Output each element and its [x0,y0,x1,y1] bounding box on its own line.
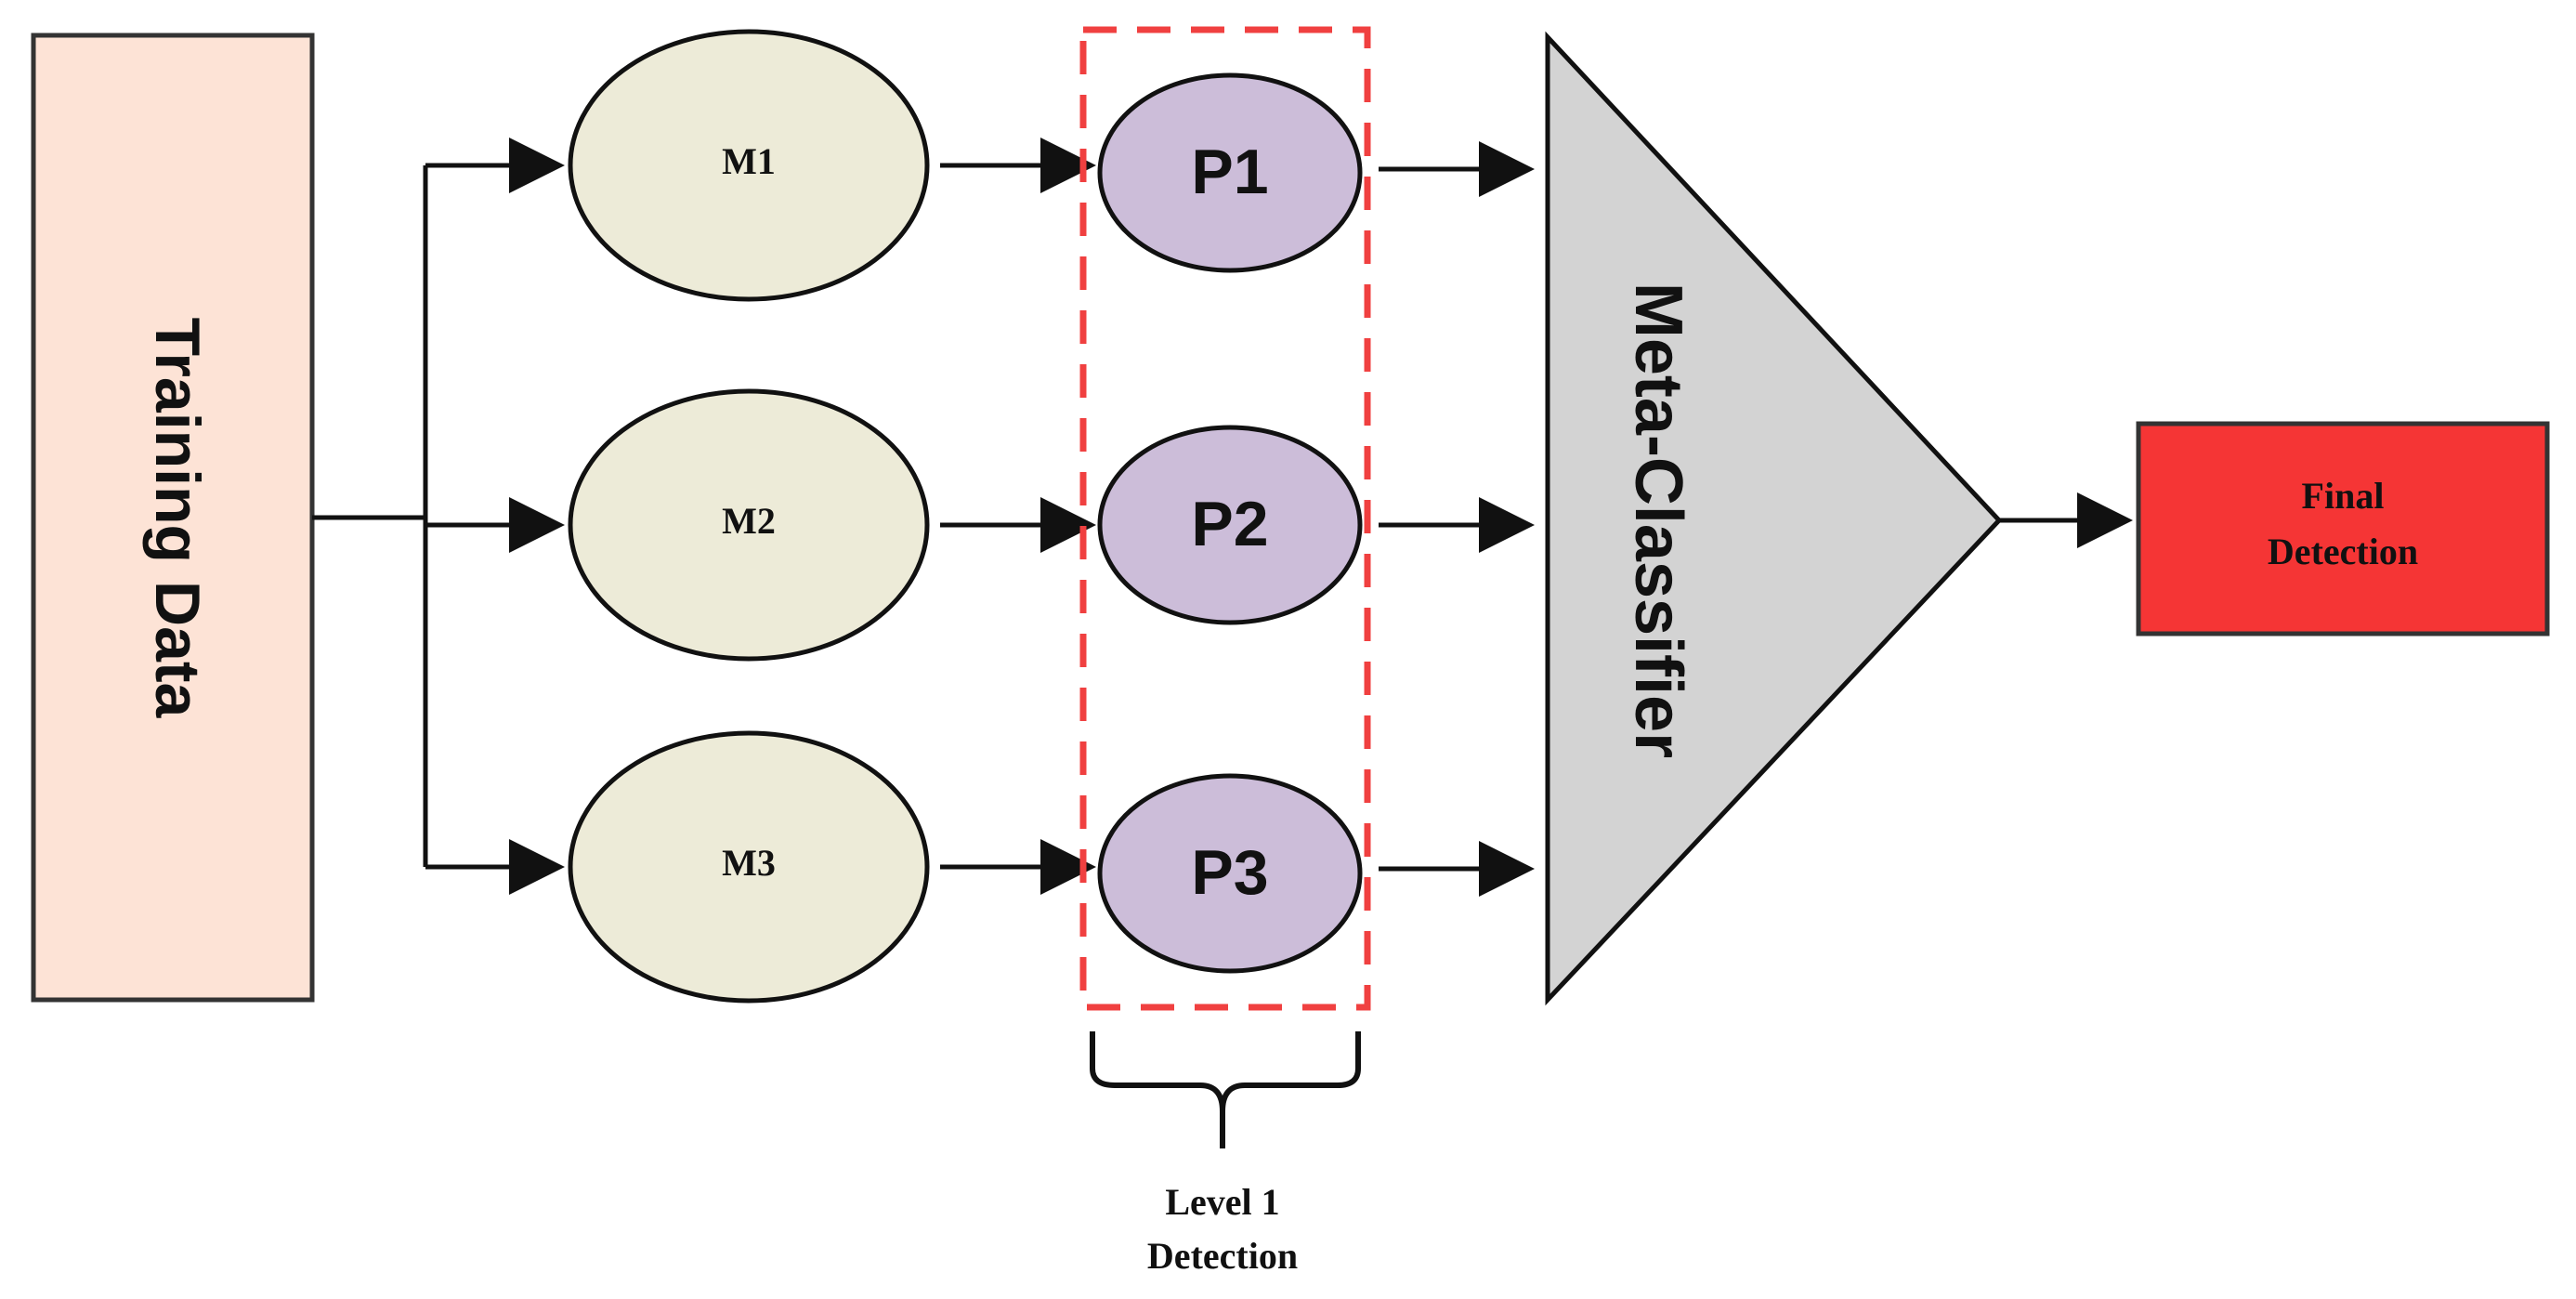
model-to-prediction-arrows [940,138,1096,895]
model-m1-label: M1 [722,140,776,182]
meta-classifier: Meta-Classifier [1545,31,2003,1006]
prediction-to-meta-arrows [1379,141,1535,897]
final-detection-line2: Detection [2268,531,2418,572]
model-m1: M1 [568,29,930,302]
level-1-brace [1090,1031,1361,1148]
prediction-p3: P3 [1097,773,1363,974]
level-1-label-line1: Level 1 [1165,1181,1279,1223]
training-data-label: Training Data [142,318,213,719]
model-m3: M3 [568,730,930,1004]
prediction-p3-label: P3 [1191,837,1268,908]
prediction-p2-label: P2 [1191,489,1268,559]
level-1-label-line2: Detection [1147,1235,1298,1277]
model-m2: M2 [568,388,930,662]
training-data-box: Training Data [31,33,315,1003]
meta-classifier-label: Meta-Classifier [1621,282,1695,758]
prediction-p2: P2 [1097,425,1363,625]
final-detection-box: Final Detection [2136,421,2550,636]
prediction-p1: P1 [1097,72,1363,273]
final-detection-line1: Final [2302,475,2385,517]
level-1-dashed-box [1079,26,1371,1011]
model-m3-label: M3 [722,842,776,884]
distribution-connectors [312,138,565,895]
prediction-p1-label: P1 [1191,137,1268,207]
model-m2-label: M2 [722,500,776,542]
